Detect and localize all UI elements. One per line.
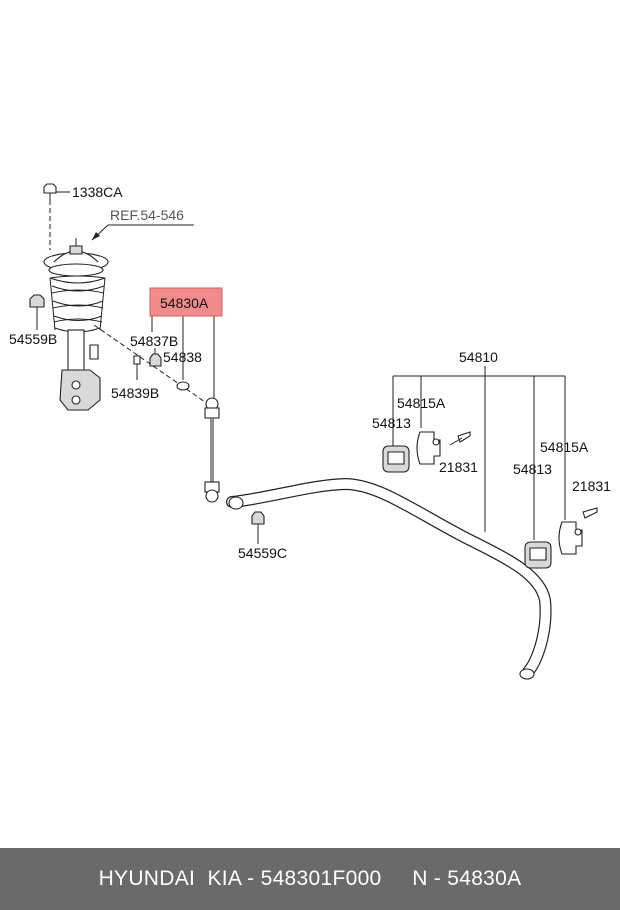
bushing-54813-left bbox=[382, 445, 410, 473]
label-ref: REF.54-546 bbox=[110, 207, 184, 223]
bracket-54815A-right bbox=[558, 521, 583, 555]
label-54830A: 54830A bbox=[160, 295, 209, 311]
bushing-54813-right bbox=[524, 541, 552, 569]
bolt-21831-left bbox=[449, 431, 471, 446]
footer-bar: HYUNDAI KIA - 548301F000 N - 54830A bbox=[0, 848, 620, 910]
label-54810: 54810 bbox=[459, 349, 498, 365]
nut-54837B bbox=[149, 353, 162, 367]
label-54815A-right: 54815A bbox=[540, 439, 589, 455]
label-54815A-left: 54815A bbox=[397, 395, 446, 411]
label-1338CA: 1338CA bbox=[72, 184, 123, 200]
stabilizer-bar bbox=[226, 477, 552, 680]
label-54559B: 54559B bbox=[9, 331, 57, 347]
washer-54838 bbox=[176, 381, 190, 391]
nut-54559B bbox=[29, 294, 45, 308]
bolt-21831-right bbox=[582, 507, 598, 519]
parts-diagram: 1338CA REF.54-546 54559B 54830A 54837B 5… bbox=[9, 183, 611, 680]
label-54837B: 54837B bbox=[130, 333, 178, 349]
labels: 1338CA REF.54-546 54559B 54830A 54837B 5… bbox=[9, 184, 611, 561]
bushing-54839B bbox=[133, 355, 141, 365]
label-54813-right: 54813 bbox=[513, 461, 552, 477]
label-54839B: 54839B bbox=[111, 385, 159, 401]
nut-1338CA bbox=[43, 183, 57, 250]
label-21831-left: 21831 bbox=[439, 459, 478, 475]
strut-assembly bbox=[29, 183, 194, 411]
strut-body bbox=[59, 329, 101, 411]
bracket-54815A-left bbox=[416, 431, 441, 465]
label-54838: 54838 bbox=[163, 349, 202, 365]
coil-spring bbox=[49, 275, 106, 333]
nut-54559C bbox=[251, 511, 265, 544]
upper-mount bbox=[43, 238, 109, 277]
label-54559C: 54559C bbox=[238, 545, 287, 561]
stabilizer-link bbox=[204, 397, 220, 503]
highlight-box-54830A bbox=[149, 287, 223, 317]
label-54813-left: 54813 bbox=[372, 415, 411, 431]
label-21831-right: 21831 bbox=[572, 478, 611, 494]
footer-text: HYUNDAI KIA - 548301F000 N - 54830A bbox=[98, 867, 522, 890]
